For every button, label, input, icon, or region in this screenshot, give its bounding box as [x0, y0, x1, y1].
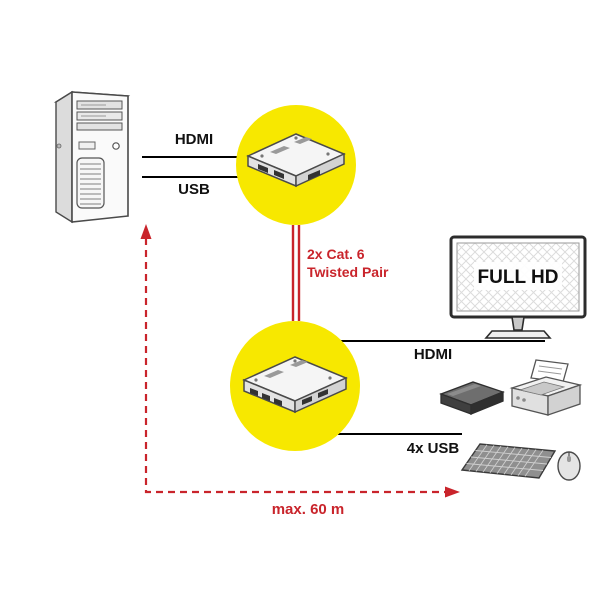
keyboard-icon [460, 443, 557, 479]
usb-input-label: USB [178, 181, 210, 198]
cat6-label-line2: Twisted Pair [307, 264, 389, 280]
printer-icon [509, 359, 583, 416]
hdmi-input-label: HDMI [174, 131, 214, 148]
hdmi-output-label: HDMI [413, 346, 453, 363]
kvm-receiver-icon [242, 356, 348, 414]
kvm-transmitter-icon [246, 133, 346, 188]
max-distance-dashed-line [144, 238, 446, 494]
pc-tower-icon [53, 90, 131, 224]
mouse-icon [557, 451, 581, 481]
max-distance-label: max. 60 m [271, 501, 345, 518]
arrowhead-up-icon [140, 224, 152, 239]
monitor-icon: FULL HD [449, 235, 587, 339]
cat6-label-line1: 2x Cat. 6 [307, 246, 365, 262]
external-hdd-icon [439, 381, 505, 415]
monitor-label: FULL HD [478, 267, 559, 288]
usb-output-label: 4x USB [406, 440, 460, 457]
arrowhead-right-icon [445, 486, 460, 498]
